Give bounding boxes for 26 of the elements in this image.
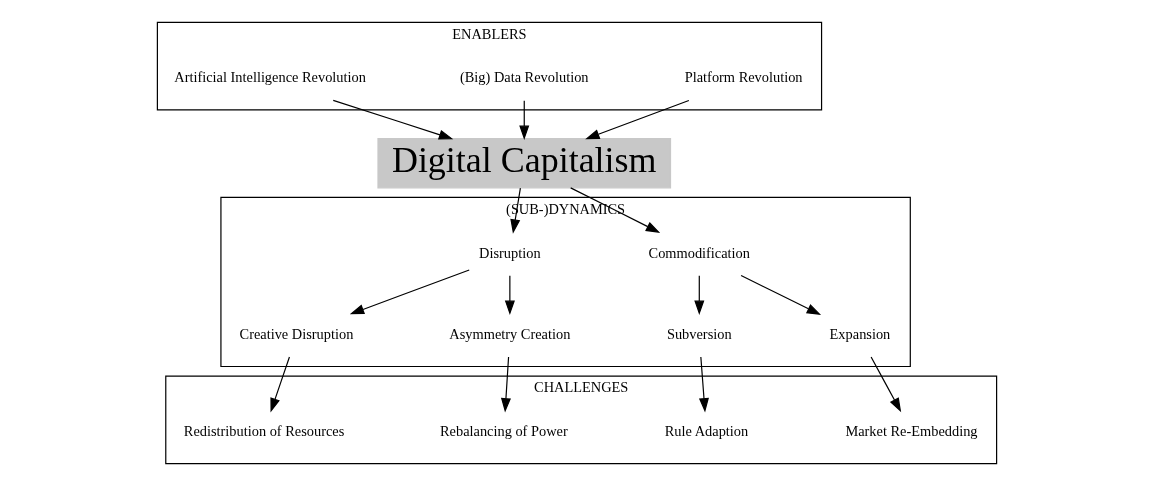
- node-text: Creative Disruption: [239, 326, 353, 343]
- node-text: Commodification: [648, 244, 750, 261]
- arrow: [269, 356, 290, 413]
- node-box: Digital Capitalism: [376, 138, 671, 189]
- node-text: Disruption: [478, 244, 541, 261]
- arrow: [332, 99, 453, 140]
- node-text: Expansion: [829, 326, 890, 343]
- arrow: [349, 269, 470, 315]
- arrow: [504, 275, 515, 315]
- arrow: [500, 356, 511, 413]
- node-text: Artificial Intelligence Revolution: [173, 69, 366, 86]
- arrow: [569, 187, 660, 233]
- arrow: [740, 274, 821, 315]
- node-text: Redistribution of Resources: [183, 423, 344, 440]
- node-text: Asymmetry Creation: [448, 326, 570, 343]
- node-text: Subversion: [666, 326, 732, 343]
- arrow: [518, 100, 529, 140]
- arrow: [698, 356, 709, 413]
- node-text: Platform Revolution: [684, 69, 803, 86]
- node-text: Rule Adaption: [664, 423, 748, 440]
- arrow: [584, 99, 689, 140]
- node-text: Rebalancing of Power: [439, 423, 568, 440]
- arrow: [693, 275, 704, 315]
- node-text: (Big) Data Revolution: [459, 69, 589, 86]
- arrow: [870, 356, 901, 413]
- node-text: Market Re-Embedding: [844, 423, 978, 440]
